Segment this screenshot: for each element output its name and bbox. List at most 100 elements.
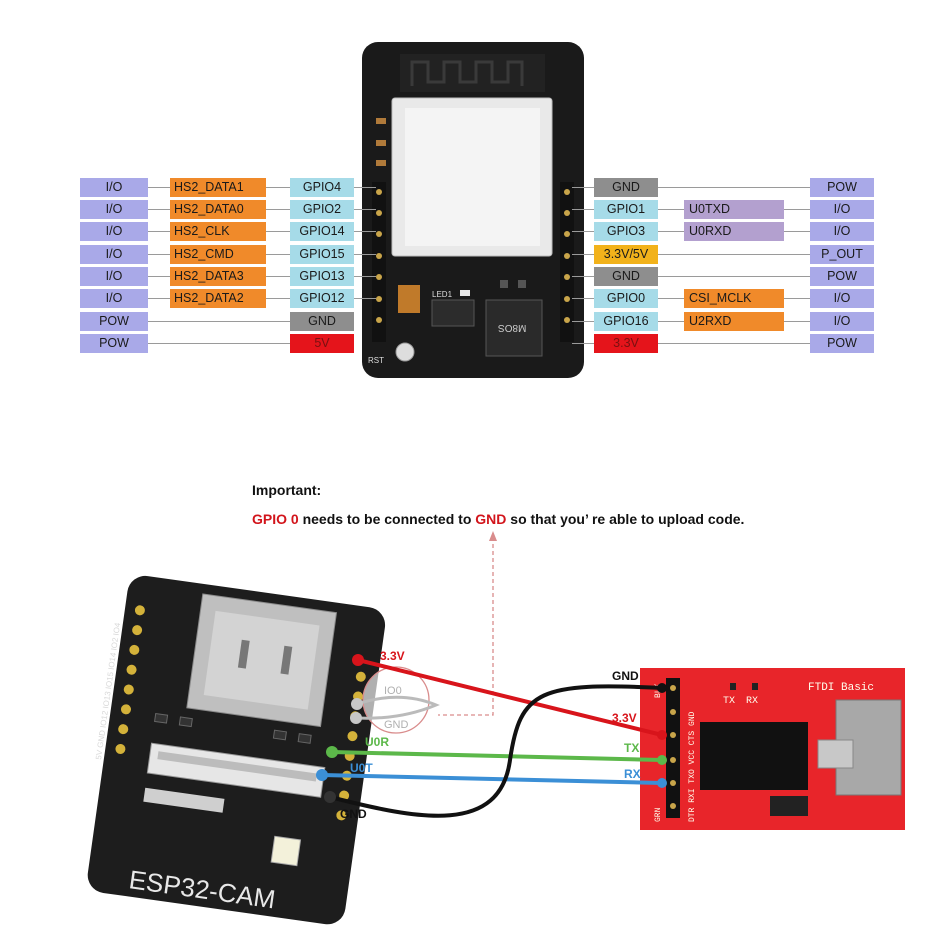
- connector-line: [148, 343, 290, 344]
- right-gnd-label: GND: [594, 178, 658, 197]
- left-type-label: POW: [80, 334, 148, 353]
- ftdi-board: [640, 668, 905, 830]
- connector-line: [266, 209, 290, 210]
- left-type-label: I/O: [80, 200, 148, 219]
- right-gpio-label: GPIO0: [594, 289, 658, 308]
- right-type-label: POW: [810, 334, 874, 353]
- connector-line: [354, 254, 376, 255]
- right-type-label: POW: [810, 267, 874, 286]
- wire-gnd: [329, 684, 663, 818]
- connector-line: [658, 209, 684, 210]
- left-func-label: HS2_DATA1: [170, 178, 266, 197]
- ftdi-title: FTDI Basic: [808, 682, 874, 694]
- connector-line: [658, 187, 810, 188]
- right-3v3-label: 3.3V: [594, 334, 658, 353]
- left-gpio-label: GPIO2: [290, 200, 354, 219]
- left-func-label: HS2_DATA0: [170, 200, 266, 219]
- left-header-pins: [372, 182, 386, 342]
- connector-line: [572, 187, 594, 188]
- connector-line: [148, 231, 170, 232]
- connector-line: [266, 276, 290, 277]
- left-func-label: HS2_CMD: [170, 245, 266, 264]
- left-gpio-label: GPIO4: [290, 178, 354, 197]
- led-label: LED1: [432, 290, 453, 299]
- note-gnd: GND: [475, 511, 507, 527]
- connector-line: [266, 187, 290, 188]
- connector-line: [266, 254, 290, 255]
- connector-line: [784, 321, 810, 322]
- connector-line: [148, 187, 170, 188]
- right-func-label: U2RXD: [684, 312, 784, 331]
- left-gpio-label: GPIO14: [290, 222, 354, 241]
- ftdi-rx-led-label: RX: [746, 696, 758, 707]
- connector-line: [784, 209, 810, 210]
- connector-line: [658, 321, 684, 322]
- note-pointer-line: [438, 537, 494, 716]
- left-type-label: I/O: [80, 289, 148, 308]
- left-type-label: I/O: [80, 245, 148, 264]
- right-func-label: U0RXD: [684, 222, 784, 241]
- connector-line: [658, 276, 810, 277]
- label-3v3-right: 3.3V: [612, 711, 637, 725]
- right-type-label: I/O: [810, 312, 874, 331]
- right-type-label: P_OUT: [810, 245, 874, 264]
- right-power-out-label: 3.3V/5V: [594, 245, 658, 264]
- right-type-label: I/O: [810, 222, 874, 241]
- ftdi-grn-label: GRN: [654, 807, 663, 822]
- chip: [485, 299, 543, 357]
- connector-line: [148, 298, 170, 299]
- connector-line: [784, 231, 810, 232]
- label-rx: RX: [624, 767, 641, 781]
- connector-line: [354, 276, 376, 277]
- left-func-label: HS2_CLK: [170, 222, 266, 241]
- right-gpio-label: GPIO1: [594, 200, 658, 219]
- connector-line: [148, 209, 170, 210]
- right-func-label: U0TXD: [684, 200, 784, 219]
- note-mid2: so that you’ re able to upload code.: [506, 511, 745, 527]
- left-func-label: HS2_DATA3: [170, 267, 266, 286]
- connector-line: [148, 276, 170, 277]
- flash-led: [270, 835, 302, 867]
- left-type-label: I/O: [80, 222, 148, 241]
- wire-3v3: [357, 658, 663, 737]
- right-type-label: I/O: [810, 289, 874, 308]
- io0-label: IO0: [384, 685, 402, 697]
- note-mid1: needs to be connected to: [298, 511, 476, 527]
- connector-line: [658, 231, 684, 232]
- connector-line: [572, 321, 594, 322]
- right-gpio-label: GPIO16: [594, 312, 658, 331]
- connector-line: [572, 254, 594, 255]
- capacitor: [398, 285, 420, 313]
- connector-line: [784, 298, 810, 299]
- connector-line: [572, 343, 594, 344]
- left-gnd-label: GND: [290, 312, 354, 331]
- right-header-pins: [560, 182, 574, 342]
- connector-line: [658, 298, 684, 299]
- note-pointer-arrow: [489, 531, 497, 541]
- shield-top: [405, 108, 540, 246]
- right-func-label: CSI_MCLK: [684, 289, 784, 308]
- connector-line: [354, 298, 376, 299]
- ftdi-header: [666, 678, 680, 818]
- left-gpio-label: GPIO15: [290, 245, 354, 264]
- connector-line: [572, 298, 594, 299]
- ftdi-pin-labels: DTR RXI TXO VCC CTS GND: [688, 711, 697, 822]
- connector-line: [572, 231, 594, 232]
- ftdi-chip: [700, 722, 808, 790]
- note-title: Important:: [252, 482, 322, 498]
- left-type-label: I/O: [80, 178, 148, 197]
- left-pin-row: [115, 605, 145, 754]
- right-gpio-label: GPIO3: [594, 222, 658, 241]
- note-text: GPIO 0 needs to be connected to GND so t…: [252, 511, 744, 527]
- pinout-diagram: RST LED1 M8OS I/O I/O I/O I/O I/O I/O PO…: [0, 0, 950, 420]
- note-gpio0: GPIO 0: [252, 511, 299, 527]
- esp32-cam-board-top-view: [362, 42, 584, 378]
- label-gnd-left: GND: [340, 807, 367, 821]
- connector-line: [266, 298, 290, 299]
- ftdi-tx-led-label: TX: [723, 696, 735, 707]
- rst-button: [395, 342, 415, 362]
- right-type-label: POW: [810, 178, 874, 197]
- left-type-label: I/O: [80, 267, 148, 286]
- label-gnd-right: GND: [612, 669, 639, 683]
- regulator: [431, 299, 475, 327]
